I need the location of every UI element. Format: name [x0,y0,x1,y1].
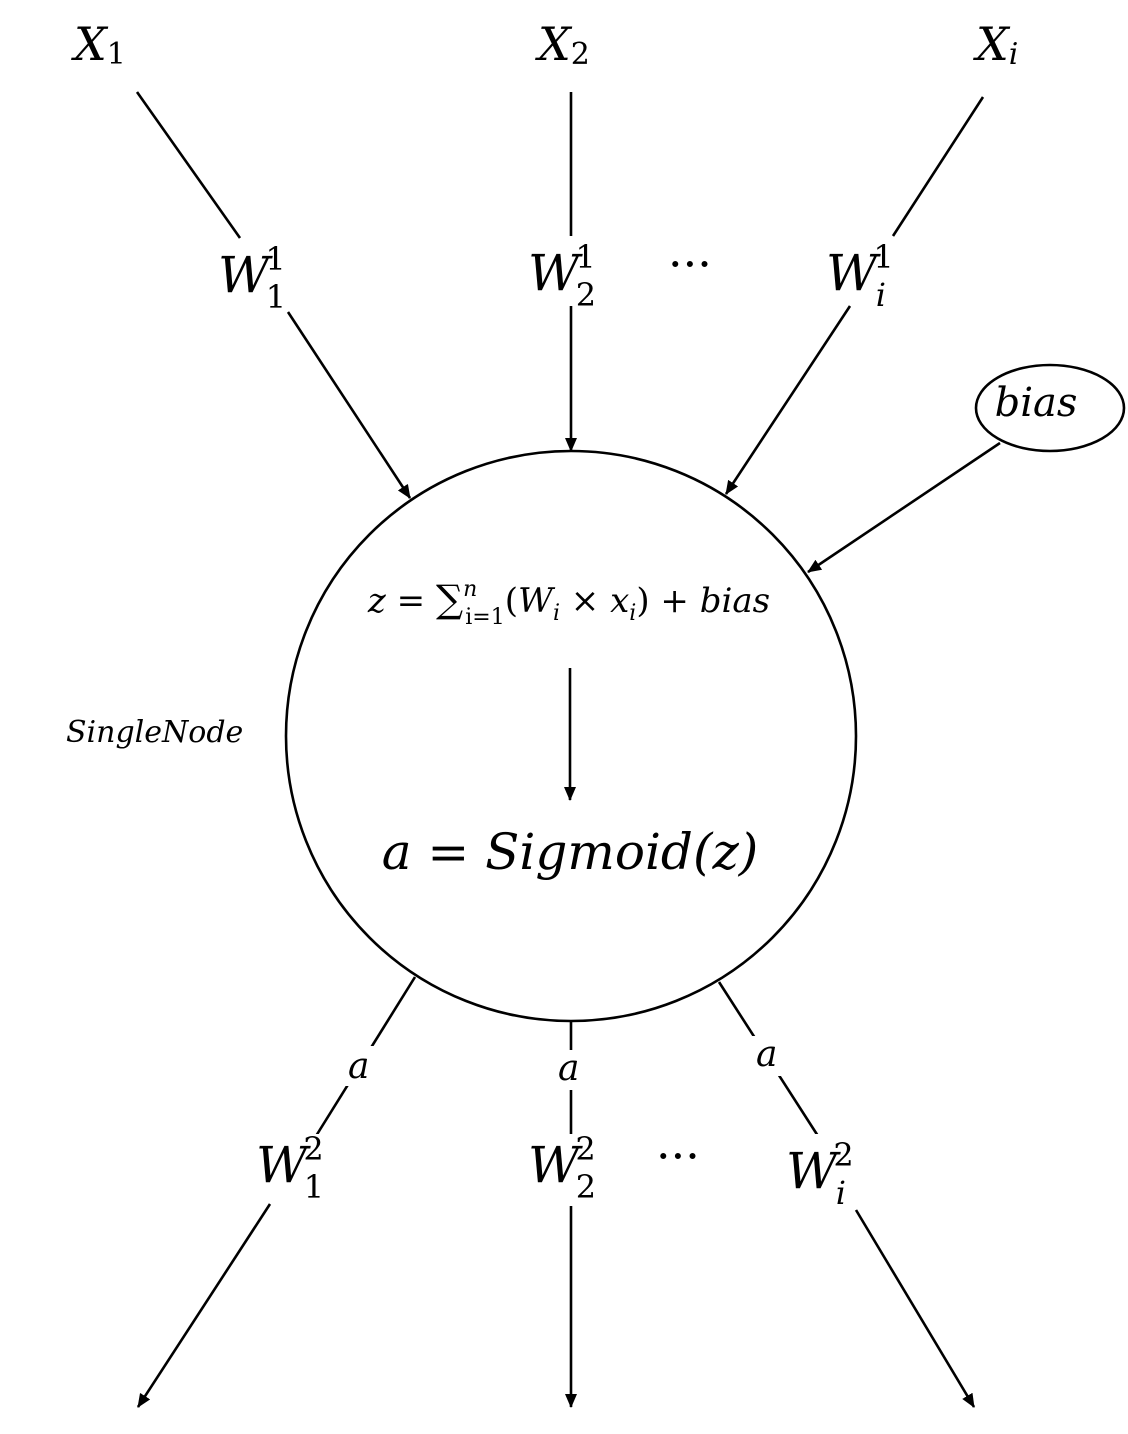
output-activation-2-bg [554,1050,588,1090]
output-weight-1-bg [252,1134,342,1206]
output-edge-1-arrow [136,1203,272,1408]
output-activation-1-bg [342,1046,376,1086]
output-weights-ellipsis: ··· [656,1129,700,1183]
input-edge-i-arrow [724,305,852,495]
input-edge-1-arrow [286,311,412,499]
input-edge-1-upper [135,91,242,239]
output-edge-i-arrow [854,1209,976,1408]
output-activation-i-bg [752,1036,786,1076]
node-label: SingleNode [66,715,243,750]
input-label-2: X2 [535,17,590,72]
input-label-1: X1 [71,17,126,72]
output-weight-i-bg [782,1134,872,1206]
bias-label: bias [995,380,1078,426]
output-weight-2-bg [524,1134,616,1206]
input-weights-ellipsis: ··· [668,237,712,291]
formula-a: a = Sigmoid(z) [382,823,759,881]
output-activation-1: a [348,1046,369,1087]
bias-edge [807,441,1001,574]
output-activation-2: a [558,1048,579,1089]
bias-node [974,363,1126,453]
input-edge-i-upper [891,96,985,237]
output-activation-i: a [756,1034,777,1075]
input-label-i: Xi [973,17,1018,72]
